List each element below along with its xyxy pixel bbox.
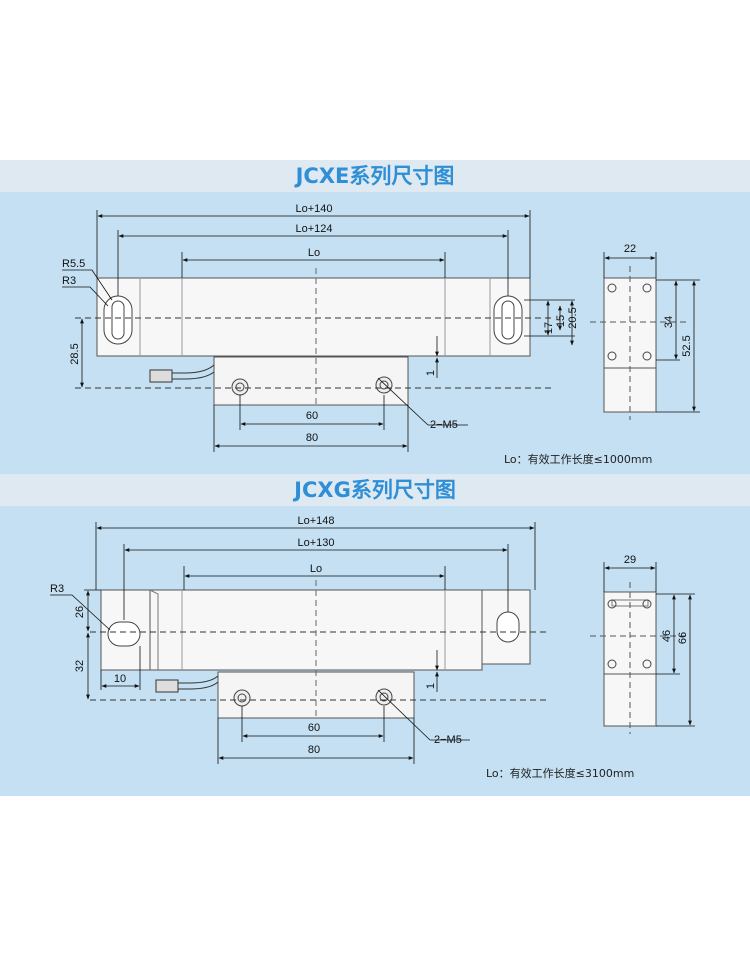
dim-lo: Lo bbox=[308, 247, 320, 259]
dim-80-g: 80 bbox=[308, 744, 320, 756]
dim-lo148: Lo+148 bbox=[297, 515, 334, 527]
jcxe-front-view bbox=[75, 268, 555, 406]
dim-29: 29 bbox=[624, 554, 636, 566]
jcxg-left-slot bbox=[107, 621, 141, 647]
jcxg-title-text: JCXG系列尺寸图 bbox=[294, 478, 456, 502]
dim-32: 32 bbox=[74, 660, 86, 672]
dim-lo-g: Lo bbox=[310, 563, 322, 575]
jcxe-dimension-lines bbox=[62, 210, 575, 452]
dim-28-5: 28.5 bbox=[69, 343, 81, 364]
jcxe-note: Lo：有效工作长度≤1000mm bbox=[504, 452, 652, 466]
dim-60-g: 60 bbox=[308, 722, 320, 734]
dim-22: 22 bbox=[624, 243, 636, 255]
dim-lo130: Lo+130 bbox=[297, 537, 334, 549]
dim-60: 60 bbox=[306, 410, 318, 422]
dim-20-5: 20.5 bbox=[567, 307, 579, 328]
dim-17: 17 bbox=[543, 322, 555, 334]
dim-34: 34 bbox=[663, 316, 675, 328]
jcxg-right-slot bbox=[496, 611, 520, 643]
dim-m5: 2−M5 bbox=[430, 419, 458, 431]
jcxe-title-text: JCXE系列尺寸图 bbox=[295, 164, 455, 188]
dim-1-g: 1 bbox=[425, 683, 437, 689]
jcxe-side-dims bbox=[603, 252, 700, 413]
dim-66: 66 bbox=[677, 632, 689, 644]
jcxe-scale-body bbox=[96, 277, 531, 357]
jcxe-title: JCXE系列尺寸图 bbox=[0, 160, 750, 192]
jcxg-side-dims bbox=[603, 562, 695, 727]
dim-lo124: Lo+124 bbox=[295, 223, 332, 235]
dim-r3: R3 bbox=[62, 275, 76, 287]
dim-52-5: 52.5 bbox=[681, 335, 693, 356]
dim-1: 1 bbox=[425, 370, 437, 376]
jcxg-dimension-lines bbox=[50, 522, 536, 764]
dim-15: 15 bbox=[555, 315, 567, 327]
jcxe-side-view bbox=[590, 266, 690, 420]
jcxe-left-slot bbox=[103, 295, 133, 345]
jcxg-title: JCXG系列尺寸图 bbox=[0, 474, 750, 506]
dim-10: 10 bbox=[114, 673, 126, 685]
dim-26: 26 bbox=[74, 606, 86, 618]
dim-46: 46 bbox=[661, 630, 673, 642]
jcxg-front-view bbox=[90, 580, 550, 719]
dim-m5-g: 2−M5 bbox=[434, 734, 462, 746]
jcxe-right-slot bbox=[493, 295, 523, 345]
dim-r55: R5.5 bbox=[62, 258, 85, 270]
dim-r3-g: R3 bbox=[50, 583, 64, 595]
jcxg-labels: Lo+148 Lo+130 Lo R3 26 32 10 1 60 80 2−M… bbox=[50, 515, 689, 756]
jcxe-reading-head bbox=[213, 356, 409, 406]
jcxe-labels: Lo+140 Lo+124 Lo R5.5 R3 28.5 17 15 20.5… bbox=[62, 203, 693, 444]
dim-lo140: Lo+140 bbox=[295, 203, 332, 215]
dim-80: 80 bbox=[306, 432, 318, 444]
jcxg-note: Lo：有效工作长度≤3100mm bbox=[486, 766, 634, 780]
jcxg-side-view bbox=[590, 582, 690, 734]
